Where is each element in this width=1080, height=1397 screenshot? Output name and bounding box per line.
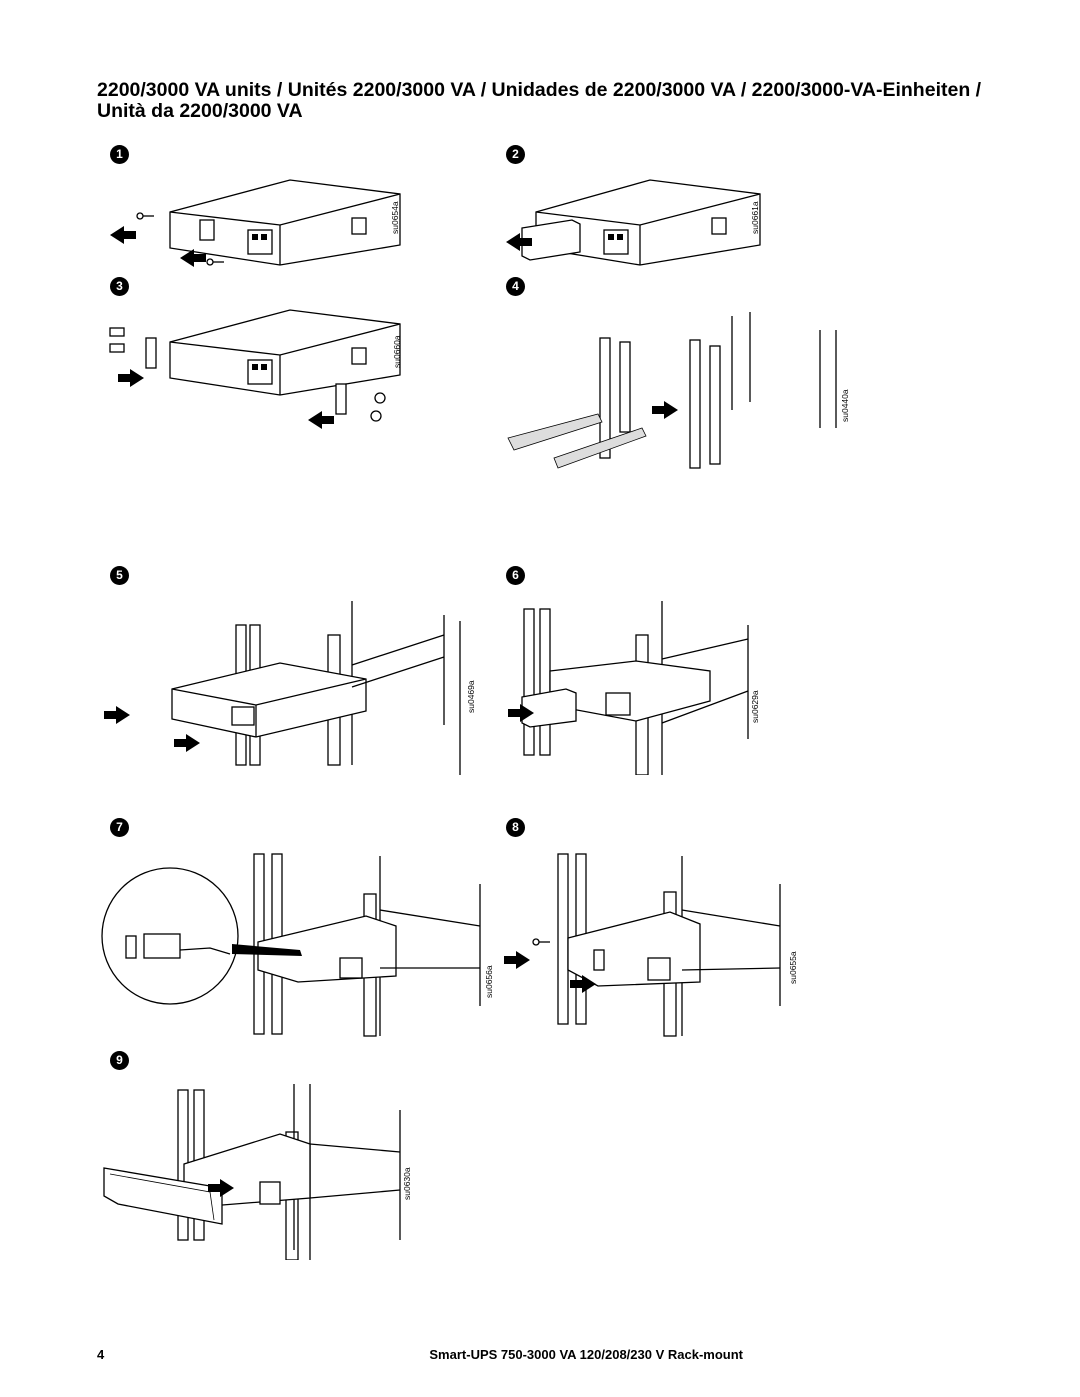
step-2-badge: 2: [506, 145, 525, 164]
figure-code: su0630a: [402, 1167, 412, 1200]
step-6-badge: 6: [506, 566, 525, 585]
screw-icon: [370, 392, 386, 422]
page-number: 4: [97, 1347, 105, 1362]
figure-code: su0661a: [750, 201, 760, 234]
arrow-icon: [104, 706, 130, 724]
figure-step-3: su0660a: [100, 300, 420, 440]
screw-icon: [532, 938, 550, 946]
arrow-icon: [174, 734, 200, 752]
arrow-icon: [504, 951, 530, 969]
step-3-badge: 3: [110, 277, 129, 296]
step-7-badge: 7: [110, 818, 129, 837]
step-1-badge: 1: [110, 145, 129, 164]
figure-code: su0469a: [466, 680, 476, 713]
figure-step-2: su0661a: [500, 170, 780, 280]
figure-code: su0629a: [750, 690, 760, 723]
figure-code: su0440a: [840, 389, 850, 422]
figure-code: su0655a: [788, 951, 798, 984]
arrow-icon: [110, 226, 136, 244]
page-title: 2200/3000 VA units / Unités 2200/3000 VA…: [97, 79, 982, 122]
arrow-icon: [118, 369, 144, 387]
arrow-icon: [208, 1179, 234, 1197]
figure-code: su0660a: [392, 335, 402, 368]
screw-icon: [109, 327, 125, 353]
figure-step-5: su0469a: [100, 595, 480, 775]
figure-step-4: su0440a: [500, 310, 870, 480]
arrow-icon: [506, 233, 532, 251]
step-5-badge: 5: [110, 566, 129, 585]
arrow-icon: [508, 704, 534, 722]
figure-step-7: su0656a: [100, 850, 500, 1050]
step-9-badge: 9: [110, 1051, 129, 1070]
arrow-icon: [308, 411, 334, 429]
figure-step-6: su0629a: [500, 595, 770, 775]
figure-step-1: su0654a: [100, 170, 420, 280]
footer-document-title: Smart-UPS 750-3000 VA 120/208/230 V Rack…: [429, 1347, 743, 1362]
figure-step-8: su0655a: [500, 850, 800, 1050]
screw-icon: [136, 212, 154, 220]
figure-code: su0654a: [390, 201, 400, 234]
arrow-icon: [652, 401, 678, 419]
screw-icon: [206, 258, 224, 266]
step-4-badge: 4: [506, 277, 525, 296]
arrow-icon: [570, 975, 596, 993]
arrow-icon: [180, 249, 206, 267]
figure-step-9: su0630a: [100, 1080, 430, 1260]
step-8-badge: 8: [506, 818, 525, 837]
figure-code: su0656a: [484, 965, 494, 998]
